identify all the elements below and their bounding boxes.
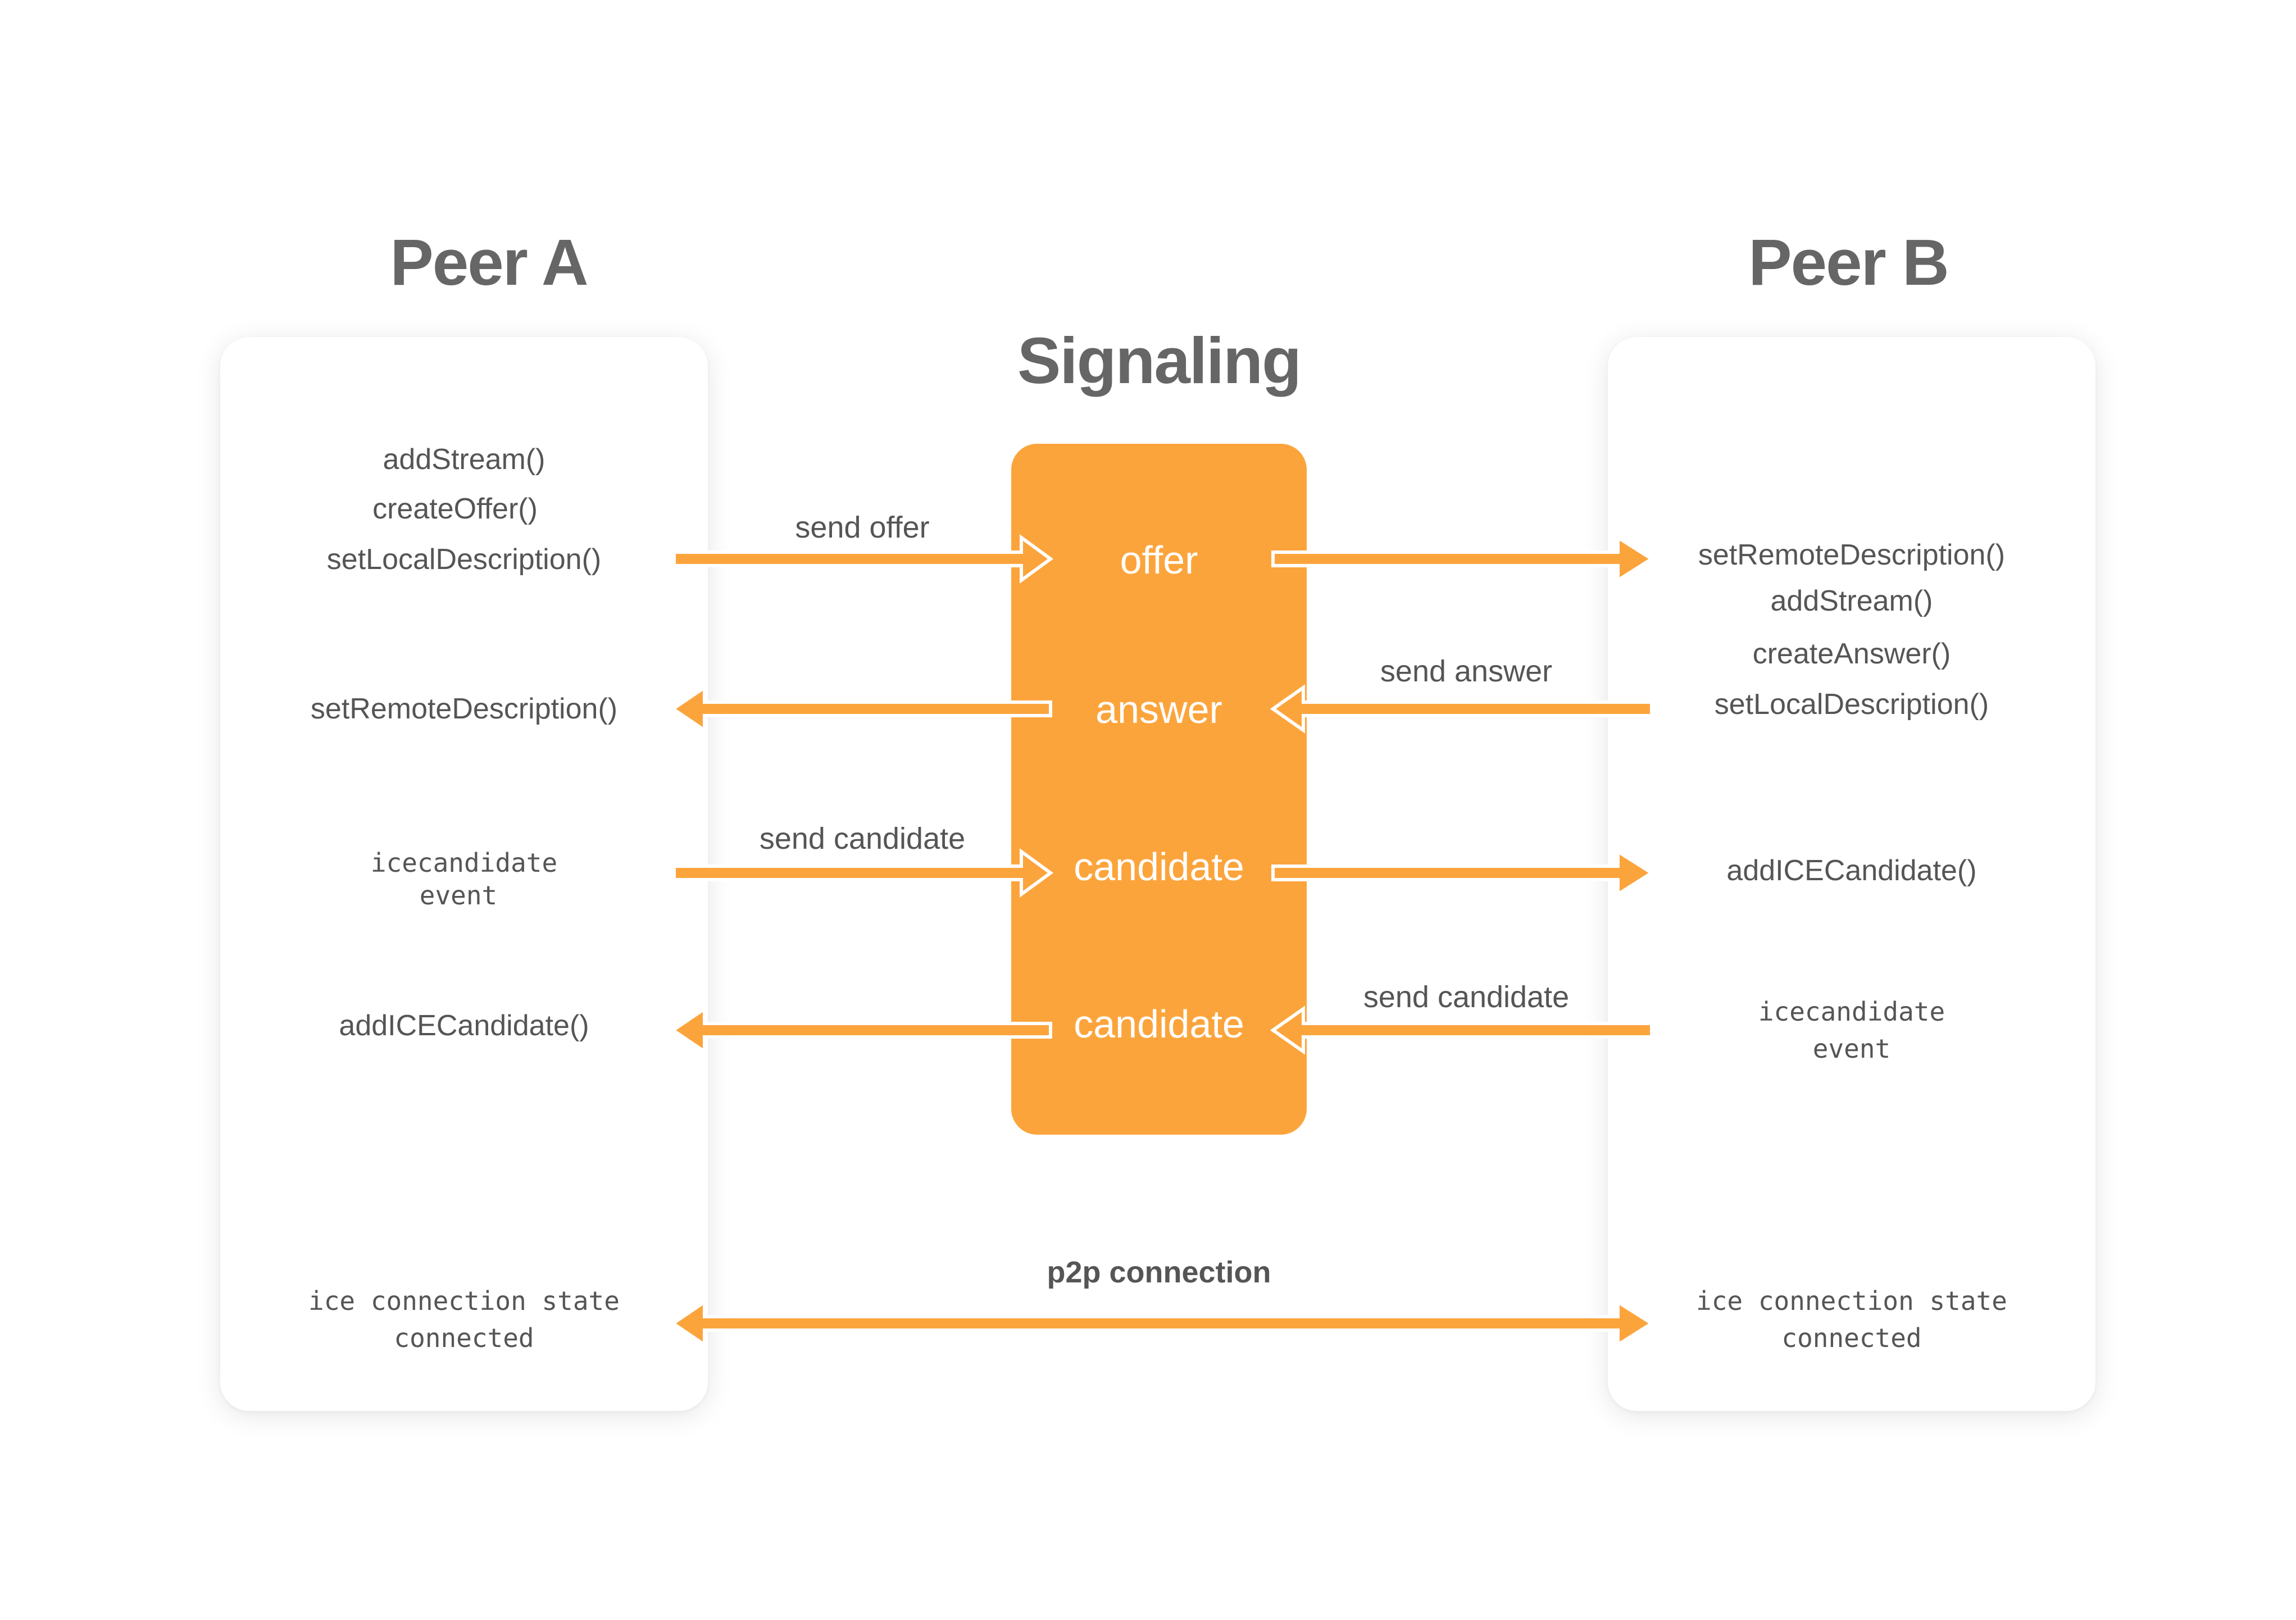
peer-a-icecandidate-event: icecandidate event [295,844,633,914]
peer-a-call-set-local-description: setLocalDescription() [326,543,602,576]
peer-a-call-add-stream: addStream() [383,443,545,476]
peer-b-state-line1: ice connection state [1696,1286,2007,1316]
peer-a-event-line1: icecandidate [370,848,558,878]
peer-b-call-add-ice-candidate: addICECandidate() [1726,854,1977,887]
peer-a-state-line2: connected [394,1323,534,1353]
arrow-answer-to-peer-a [670,684,1052,734]
peer-a-call-create-offer: createOffer() [372,493,538,525]
peer-b-panel [1608,337,2095,1411]
peer-b-event-line1: icecandidate [1758,996,1945,1027]
peer-b-ice-connection-state: ice connection state connected [1683,1282,2020,1357]
signaling-message-answer: answer [1095,688,1222,731]
label-send-candidate-a: send candidate [759,822,966,855]
signaling-title: Signaling [1017,324,1302,397]
arrow-send-offer [672,534,1054,584]
peer-a-state-line1: ice connection state [308,1286,620,1316]
signaling-message-offer: offer [1120,538,1198,582]
label-send-answer: send answer [1380,654,1553,688]
arrow-offer-to-peer-b [1271,534,1655,584]
peer-a-event-line2: event [419,880,498,911]
signaling-message-candidate-2: candidate [1074,1002,1244,1046]
peer-a-call-add-ice-candidate: addICECandidate() [339,1009,589,1042]
peer-a-ice-connection-state: ice connection state connected [295,1282,633,1357]
arrow-candidate-to-peer-a [670,1005,1052,1055]
label-p2p-connection: p2p connection [1047,1255,1271,1289]
arrow-send-candidate-a [672,848,1054,898]
peer-b-state-line2: connected [1781,1323,1922,1353]
peer-b-call-set-remote-description: setRemoteDescription() [1698,539,2006,571]
peer-b-call-set-local-description: setLocalDescription() [1714,688,1989,721]
peer-b-call-create-answer: createAnswer() [1752,638,1951,670]
peer-b-event-line2: event [1812,1034,1891,1064]
arrow-p2p-connection [670,1299,1655,1348]
label-send-offer: send offer [795,511,930,544]
peer-a-title: Peer A [390,226,588,299]
peer-b-title: Peer B [1748,226,1949,299]
arrow-candidate-to-peer-b [1271,848,1655,898]
signaling-server-box [1011,444,1307,1135]
peer-b-icecandidate-event: icecandidate event [1683,993,2020,1067]
peer-b-call-add-stream: addStream() [1770,585,1933,617]
arrow-send-candidate-b [1270,1005,1653,1055]
peer-a-call-set-remote-description: setRemoteDescription() [310,693,618,725]
arrow-send-answer [1270,684,1653,734]
peer-a-panel [220,337,708,1411]
label-send-candidate-b: send candidate [1363,980,1570,1014]
signaling-message-candidate-1: candidate [1074,845,1244,889]
